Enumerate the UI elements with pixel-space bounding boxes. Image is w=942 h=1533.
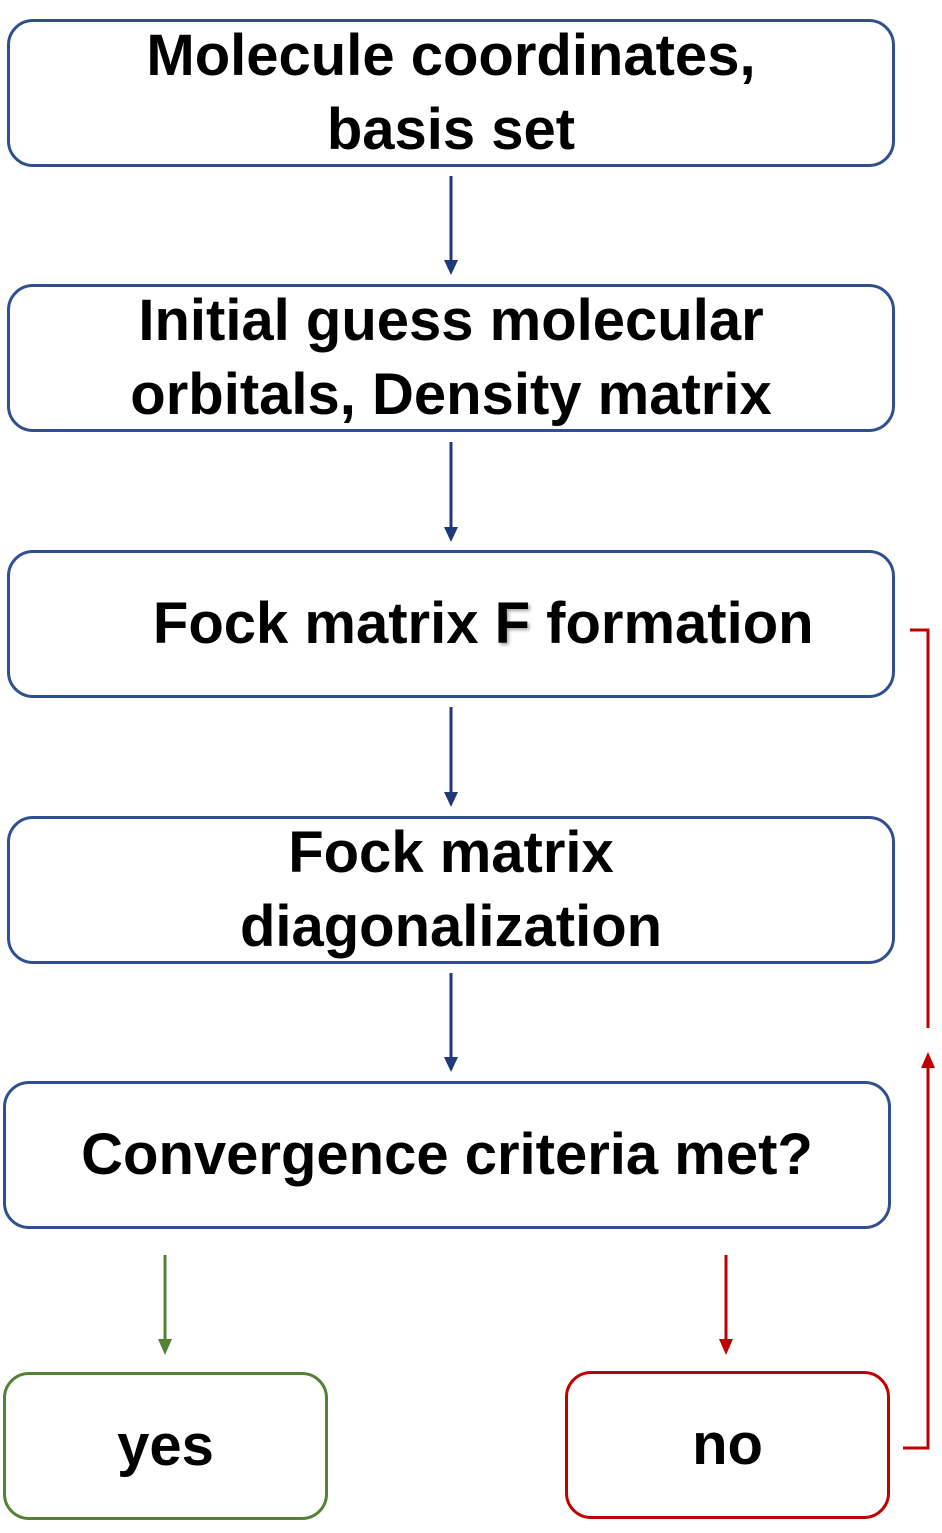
step-convergence-text: Convergence criteria met? (81, 1122, 813, 1187)
step-fock-formation-text: Fock matrix F formation (88, 513, 814, 735)
step-input-line2: basis set (326, 97, 576, 162)
step-diagonalization-line1: Fock matrix (288, 820, 614, 885)
step-convergence-box: Convergence criteria met? (3, 1081, 891, 1229)
step-input-box: Molecule coordinates, basis set (7, 19, 895, 167)
outcome-yes-box: yes (3, 1372, 328, 1520)
step-diagonalization-box: Fock matrix diagonalization (7, 816, 895, 964)
fock-formation-after: formation (530, 591, 814, 656)
step-input-line1: Molecule coordinates, (146, 23, 756, 88)
outcome-no-box: no (565, 1371, 890, 1519)
step-diagonalization-line2: diagonalization (239, 894, 663, 959)
arrow-diagonalization-to-convergence (444, 973, 458, 1072)
step-initial-guess-box: Initial guess molecular orbitals, Densit… (7, 284, 895, 432)
arrow-convergence-to-yes (158, 1255, 172, 1355)
loop-no-to-formation (903, 628, 935, 1450)
fock-formation-before: Fock matrix (152, 591, 495, 656)
outcome-no-label: no (692, 1412, 763, 1477)
arrow-convergence-to-no (719, 1255, 733, 1355)
arrow-input-to-guess (444, 176, 458, 275)
step-fock-formation-box: Fock matrix F formation (7, 550, 895, 698)
step-initial-guess-line1: Initial guess molecular (138, 288, 764, 353)
step-initial-guess-line2: orbitals, Density matrix (130, 362, 772, 427)
fock-matrix-symbol: F (494, 591, 531, 656)
outcome-yes-label: yes (117, 1413, 214, 1478)
